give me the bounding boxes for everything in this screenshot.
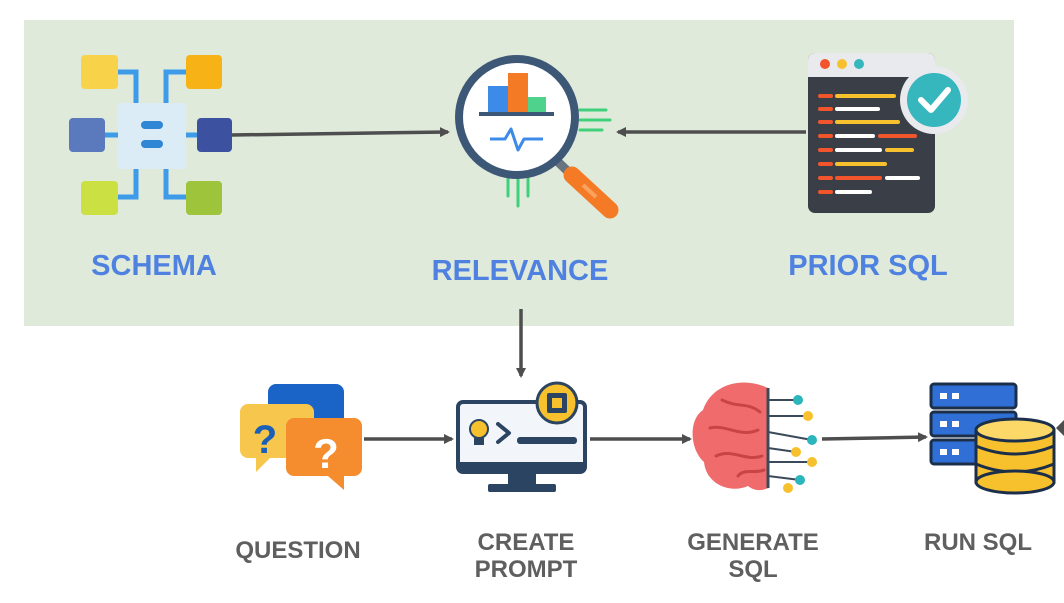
generate-sql-label-line1: GENERATE [687,529,819,556]
svg-text:?: ? [313,430,339,477]
generate-sql-label: GENERATE SQL [683,529,823,584]
create-prompt-label: CREATE PROMPT [456,529,596,584]
schema-diagram-icon [69,55,232,215]
prior-sql-label: PRIOR SQL [788,250,948,282]
relevance-label: RELEVANCE [431,255,609,287]
arrow-edge-partial [1056,420,1064,436]
monitor-prompt-chip-icon [456,381,587,492]
database-server-icon [929,382,1056,495]
magnifier-chart-icon [455,55,619,219]
arrow-generate-to-runsql [821,432,928,443]
question-bubbles-icon: ? ? [240,384,362,490]
run-sql-label: RUN SQL [924,529,1032,556]
code-window-check-icon [808,53,968,213]
question-label: QUESTION [235,537,361,564]
ai-brain-icon [692,382,817,493]
arrow-schema-to-relevance [231,127,450,138]
generate-sql-label-line2: SQL [728,555,778,583]
create-prompt-label-line2: PROMPT [474,555,578,583]
schema-label: SCHEMA [91,250,217,282]
create-prompt-label-line1: CREATE [477,529,575,556]
svg-text:?: ? [253,418,277,462]
